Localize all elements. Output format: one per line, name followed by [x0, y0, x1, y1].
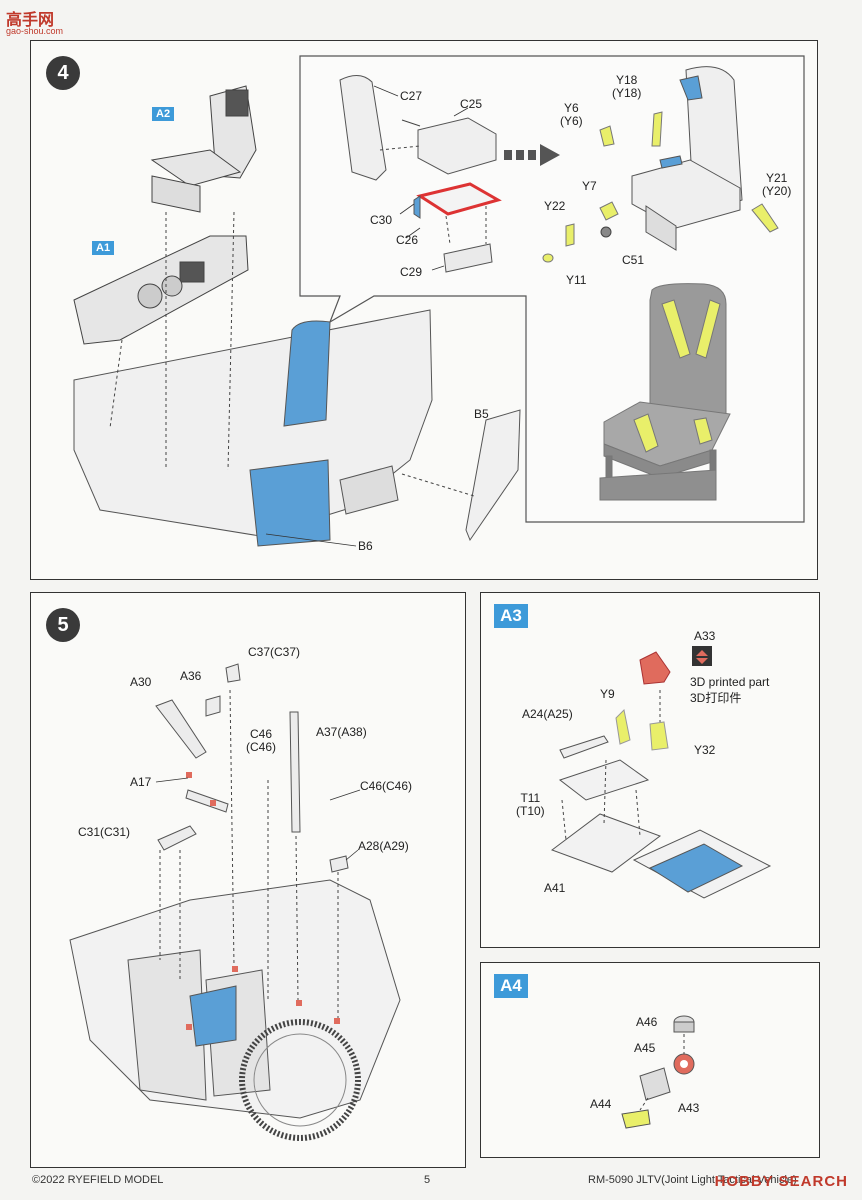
label-y21: Y21 (Y20)	[762, 171, 792, 198]
belt-parts	[542, 111, 779, 263]
footer-product: RM-5090 JLTV(Joint Light Tactical Vehicl…	[588, 1174, 797, 1186]
c51-part	[600, 226, 612, 238]
step4-number: 4	[46, 56, 80, 90]
seat-cushion-c25	[417, 117, 497, 175]
label-a44: A44	[590, 1097, 612, 1111]
footer-copyright: ©2022 RYEFIELD MODEL	[32, 1174, 164, 1186]
label-c31: C31(C31)	[78, 825, 131, 839]
watermark-logo: 高手网	[6, 12, 55, 29]
label-printed-cn: 3D打印件	[690, 691, 742, 705]
tag-a4: A4	[494, 974, 528, 998]
label-y7: Y7	[582, 179, 597, 193]
label-b6: B6	[358, 539, 373, 553]
seat-render	[599, 283, 731, 501]
step5-number: 5	[46, 608, 80, 642]
seat-base-c29	[443, 243, 493, 273]
seat-assembled	[631, 66, 743, 251]
label-y11: Y11	[566, 273, 587, 287]
label-y32: Y32	[694, 743, 716, 757]
panel-b5	[465, 409, 521, 542]
label-b5: B5	[474, 407, 489, 421]
dashboard-a1	[73, 235, 249, 345]
label-a41: A41	[544, 881, 566, 895]
label-a30: A30	[130, 675, 152, 689]
label-a37: A37(A38)	[316, 725, 367, 739]
label-y6: Y6 (Y6)	[560, 101, 583, 128]
label-a24: A24(A25)	[522, 707, 573, 721]
seat-frame-c30	[413, 182, 502, 219]
label-y22: Y22	[544, 199, 566, 213]
label-c30: C30	[370, 213, 393, 227]
label-c27: C27	[400, 89, 423, 103]
label-c25: C25	[460, 97, 483, 111]
label-c29: C29	[400, 265, 423, 279]
label-a45: A45	[634, 1041, 656, 1055]
tag-a2: A2	[152, 107, 175, 121]
label-a46: A46	[636, 1015, 658, 1029]
label-printed-en: 3D printed part	[690, 675, 770, 689]
label-c26: C26	[396, 233, 419, 247]
tag-a3: A3	[494, 604, 528, 628]
label-a43: A43	[678, 1101, 700, 1115]
a4-panel	[480, 962, 820, 1158]
label-a36: A36	[180, 669, 202, 683]
hull-tub	[73, 309, 433, 547]
watermark-url: gao-shou.com	[6, 26, 64, 36]
watermark-hobby-search: HOBBY SEARCH	[714, 1173, 848, 1190]
a3-panel	[480, 592, 820, 948]
label-y9: Y9	[600, 687, 615, 701]
label-c46b: C46(C46)	[360, 779, 413, 793]
label-a33: A33	[694, 629, 716, 643]
seat-backrest-c27	[339, 75, 387, 181]
label-a28: A28(A29)	[358, 839, 409, 853]
label-a17: A17	[130, 775, 152, 789]
tag-a1: A1	[92, 241, 115, 255]
label-y18: Y18 (Y18)	[612, 73, 642, 100]
label-c37: C37(C37)	[248, 645, 301, 659]
arrow-icon	[504, 144, 560, 166]
label-c51: C51	[622, 253, 645, 267]
label-c46: C46 (C46)	[246, 727, 277, 754]
footer-page: 5	[424, 1174, 431, 1186]
label-t11: T11 (T10)	[516, 791, 545, 818]
seat-a2	[150, 85, 257, 213]
